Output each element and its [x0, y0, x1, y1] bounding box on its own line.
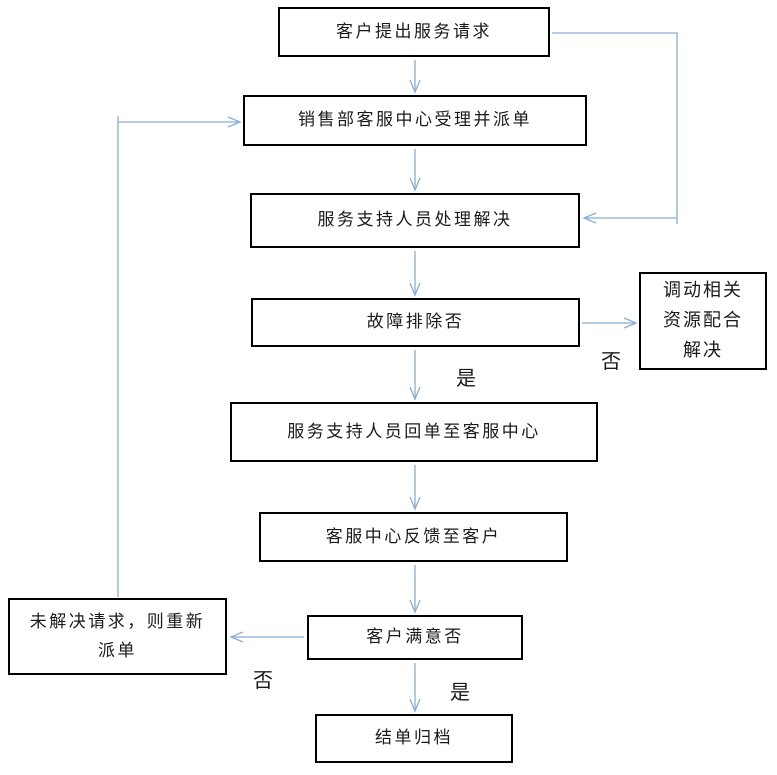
flow-node-label: 服务支持人员处理解决: [317, 210, 513, 230]
flow-node-fault-cleared: 故障排除否: [251, 298, 580, 347]
flow-node-label: 调动相关 资源配合 解决: [663, 280, 743, 360]
flow-node-label: 客户提出服务请求: [336, 21, 492, 41]
flow-node-support-handle: 服务支持人员处理解决: [250, 193, 580, 248]
flow-node-customer-satisfied: 客户满意否: [307, 615, 523, 660]
flow-node-label: 未解决请求，则重新 派单: [29, 612, 206, 660]
flow-node-redispatch: 未解决请求，则重新 派单: [8, 598, 227, 675]
branch-label-satisfied-no: 否: [253, 670, 273, 692]
flow-node-mobilize-resources: 调动相关 资源配合 解决: [639, 272, 767, 370]
flow-node-return-order: 服务支持人员回单至客服中心: [230, 402, 598, 462]
branch-label-satisfied-yes: 是: [450, 682, 470, 704]
connector-request-loop-vertical: [552, 32, 678, 224]
flow-node-label: 结单归档: [375, 728, 453, 748]
flow-node-customer-request: 客户提出服务请求: [278, 7, 550, 57]
flow-node-close-archive: 结单归档: [315, 714, 513, 763]
flow-node-label: 客户满意否: [366, 627, 464, 647]
branch-label-fault-no: 否: [601, 351, 621, 373]
flow-node-label: 服务支持人员回单至客服中心: [287, 421, 541, 441]
flow-node-feedback-customer: 客服中心反馈至客户: [259, 512, 568, 562]
flow-node-label: 客服中心反馈至客户: [325, 526, 502, 546]
flow-node-label: 故障排除否: [366, 312, 465, 332]
branch-label-fault-yes: 是: [456, 368, 476, 390]
flow-node-dispatch-order: 销售部客服中心受理并派单: [243, 95, 587, 146]
flow-node-label: 销售部客服中心受理并派单: [298, 110, 532, 130]
